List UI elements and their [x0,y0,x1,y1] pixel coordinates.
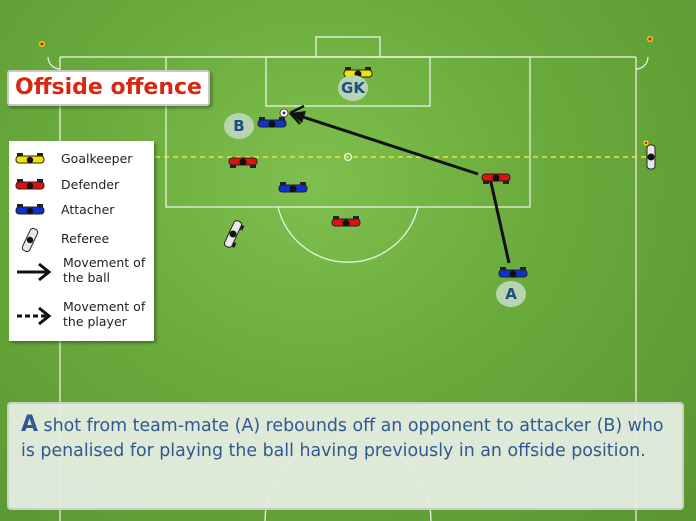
corner-flag-left-icon [39,41,45,47]
solid-arrow-icon [17,262,52,282]
ball-movement-arrows [289,104,511,264]
goalkeeper-label: GK [338,75,368,101]
goal [315,36,381,57]
legend: Goalkeeper Defender Attacher [9,141,154,341]
caption-lead: A [21,412,39,437]
referee-legend-icon [21,227,39,253]
penalty-arc [277,206,419,263]
goalkeeper-legend-icon [15,153,45,164]
attacker-b-player-icon [257,117,287,128]
attacker-player-icon [278,182,308,193]
legend-label-player-movement-line1: Movement of [63,299,146,314]
legend-label-ball-movement-line1: Movement of [63,255,146,270]
corner-arc-right [635,56,649,70]
legend-label-player-movement-line2: the player [63,314,127,329]
attacker-b-label: B [224,113,254,139]
corner-flag-right-icon [647,36,653,42]
defender-legend-icon [15,179,45,190]
assistant-referee-flag-icon [643,140,649,146]
legend-label-player-movement: Movement of the player [63,299,153,329]
caption-text: A shot from team-mate (A) rebounds off a… [21,412,673,464]
legend-label-attacker: Attacher [61,202,115,217]
legend-label-goalkeeper: Goalkeeper [61,151,133,166]
caption-box: A shot from team-mate (A) rebounds off a… [7,402,684,510]
referee-icon [223,220,245,248]
legend-label-ball-movement-line2: the ball [63,270,111,285]
defender-player-icon [481,173,511,184]
legend-label-referee: Referee [61,231,110,246]
caption-body: shot from team-mate (A) rebounds off an … [21,416,664,461]
attacker-legend-icon [15,204,45,215]
legend-label-ball-movement: Movement of the ball [63,255,153,285]
legend-label-defender: Defender [61,177,120,192]
diagram-title: Offside offence [7,70,210,106]
attacker-a-player-icon [498,267,528,278]
dashed-arrow-icon [17,306,52,326]
corner-arc-left [47,56,61,70]
defender-player-icon [228,157,258,168]
attacker-a-label: A [496,281,526,307]
defender-player-icon [331,216,361,227]
ball-icon [279,108,289,118]
goal-area [265,56,431,107]
assistant-referee-icon [646,144,656,170]
